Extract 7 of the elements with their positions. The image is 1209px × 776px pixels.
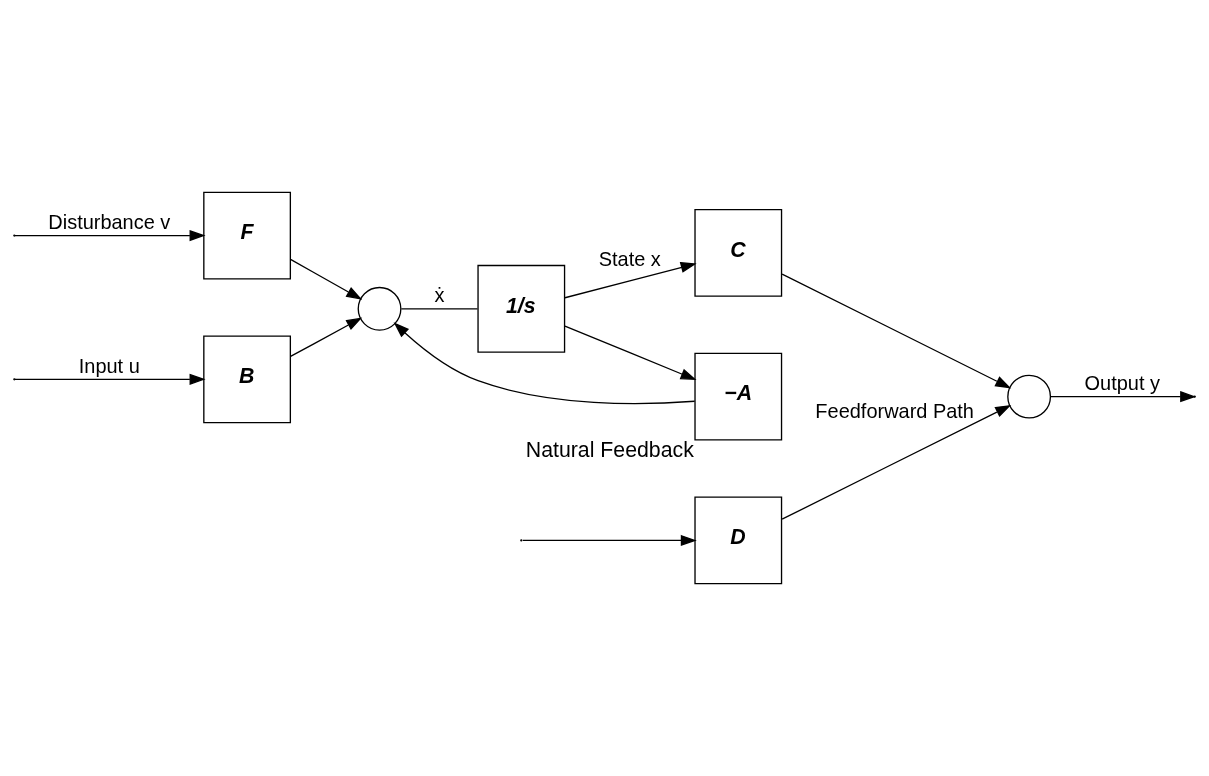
edge-label: Input u: [78, 354, 140, 377]
node-label: Natural Feedback: [525, 437, 694, 462]
edge-label: State x: [598, 248, 661, 271]
edge-label: ẋ: [434, 284, 445, 307]
edge-label: Output y: [1084, 372, 1161, 394]
edge-label: Feedforward Path: [815, 399, 974, 422]
edge-label: Disturbance v: [48, 210, 171, 233]
